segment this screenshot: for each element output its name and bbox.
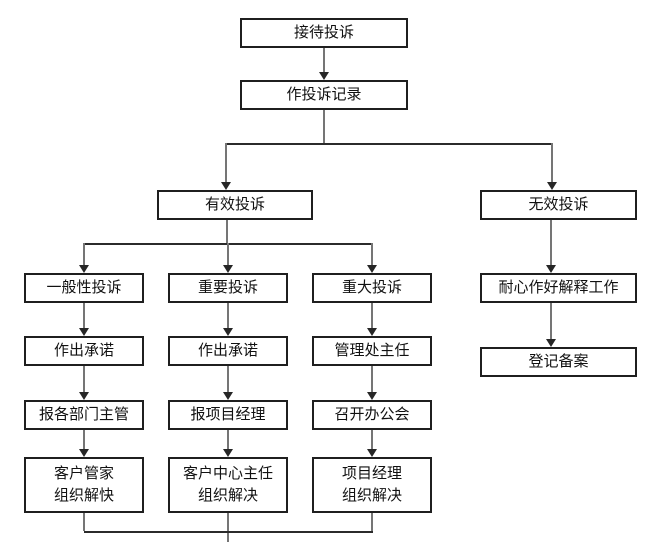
connector bbox=[371, 366, 373, 392]
arrowhead-down-icon bbox=[79, 392, 89, 400]
arrowhead-down-icon bbox=[319, 72, 329, 80]
arrowhead-down-icon bbox=[546, 339, 556, 347]
node-label-line1: 客户管家 bbox=[53, 465, 114, 483]
connector bbox=[550, 303, 552, 339]
node-invalid-complaint: 无效投诉 bbox=[480, 190, 637, 220]
connector bbox=[83, 430, 85, 449]
node-major-complaint: 重大投诉 bbox=[312, 273, 432, 303]
connector bbox=[371, 243, 373, 265]
node-label: 召开办公会 bbox=[334, 406, 410, 424]
connector bbox=[551, 143, 553, 182]
node-management-office-director: 管理处主任 bbox=[312, 336, 432, 366]
connector bbox=[227, 513, 229, 531]
connector bbox=[227, 366, 229, 392]
node-valid-complaint: 有效投诉 bbox=[157, 190, 313, 220]
node-hold-office-meeting: 召开办公会 bbox=[312, 400, 432, 430]
node-label: 报项目经理 bbox=[190, 406, 266, 424]
arrowhead-down-icon bbox=[367, 392, 377, 400]
connector bbox=[83, 366, 85, 392]
connector bbox=[371, 430, 373, 449]
connector bbox=[226, 143, 553, 145]
node-label-line1: 客户中心主任 bbox=[182, 465, 273, 483]
node-label: 登记备案 bbox=[528, 353, 589, 371]
connector bbox=[550, 220, 552, 265]
arrowhead-down-icon bbox=[79, 328, 89, 336]
node-label: 管理处主任 bbox=[334, 342, 410, 360]
connector bbox=[83, 243, 85, 265]
node-label: 重要投诉 bbox=[197, 279, 258, 297]
node-project-manager-solve: 项目经理 组织解决 bbox=[312, 457, 432, 513]
node-receive-complaint: 接待投诉 bbox=[240, 18, 408, 48]
arrowhead-down-icon bbox=[367, 265, 377, 273]
arrowhead-down-icon bbox=[546, 265, 556, 273]
node-customer-housekeeper-solve: 客户管家 组织解快 bbox=[24, 457, 144, 513]
node-label: 报各部门主管 bbox=[38, 406, 129, 424]
arrowhead-down-icon bbox=[221, 182, 231, 190]
node-label: 作出承诺 bbox=[197, 342, 258, 360]
node-label: 作出承诺 bbox=[53, 342, 114, 360]
arrowhead-down-icon bbox=[223, 392, 233, 400]
arrowhead-down-icon bbox=[79, 449, 89, 457]
node-report-project-manager: 报项目经理 bbox=[168, 400, 288, 430]
connector bbox=[84, 531, 373, 533]
arrowhead-down-icon bbox=[79, 265, 89, 273]
node-general-complaint: 一般性投诉 bbox=[24, 273, 144, 303]
node-label-line1: 项目经理 bbox=[341, 465, 402, 483]
node-make-promise-2: 作出承诺 bbox=[168, 336, 288, 366]
node-complaint-record: 作投诉记录 bbox=[240, 80, 408, 110]
arrowhead-down-icon bbox=[223, 265, 233, 273]
connector bbox=[225, 143, 227, 182]
node-label-line2: 组织解决 bbox=[197, 487, 258, 504]
arrowhead-down-icon bbox=[223, 449, 233, 457]
arrowhead-down-icon bbox=[367, 449, 377, 457]
connector bbox=[227, 533, 229, 542]
node-explain-patiently: 耐心作好解释工作 bbox=[480, 273, 637, 303]
connector bbox=[227, 303, 229, 328]
connector bbox=[323, 48, 325, 72]
connector bbox=[83, 513, 85, 531]
node-report-dept-heads: 报各部门主管 bbox=[24, 400, 144, 430]
connector bbox=[83, 303, 85, 328]
connector bbox=[226, 220, 228, 243]
node-label: 重大投诉 bbox=[341, 279, 402, 297]
arrowhead-down-icon bbox=[367, 328, 377, 336]
arrowhead-down-icon bbox=[223, 328, 233, 336]
node-label: 一般性投诉 bbox=[46, 279, 122, 297]
node-label-line2: 组织解快 bbox=[53, 487, 114, 504]
arrowhead-down-icon bbox=[547, 182, 557, 190]
node-label-line2: 组织解决 bbox=[341, 487, 402, 504]
connector bbox=[371, 303, 373, 328]
node-label: 作投诉记录 bbox=[286, 86, 362, 104]
connector bbox=[371, 513, 373, 531]
node-make-promise-1: 作出承诺 bbox=[24, 336, 144, 366]
connector bbox=[323, 110, 325, 143]
node-label: 有效投诉 bbox=[204, 196, 265, 214]
node-label: 耐心作好解释工作 bbox=[498, 279, 619, 297]
node-customer-center-director-solve: 客户中心主任 组织解决 bbox=[168, 457, 288, 513]
node-label: 接待投诉 bbox=[293, 24, 354, 42]
node-important-complaint: 重要投诉 bbox=[168, 273, 288, 303]
connector bbox=[227, 243, 229, 265]
node-label: 无效投诉 bbox=[528, 196, 589, 214]
connector bbox=[227, 430, 229, 449]
node-register-record: 登记备案 bbox=[480, 347, 637, 377]
